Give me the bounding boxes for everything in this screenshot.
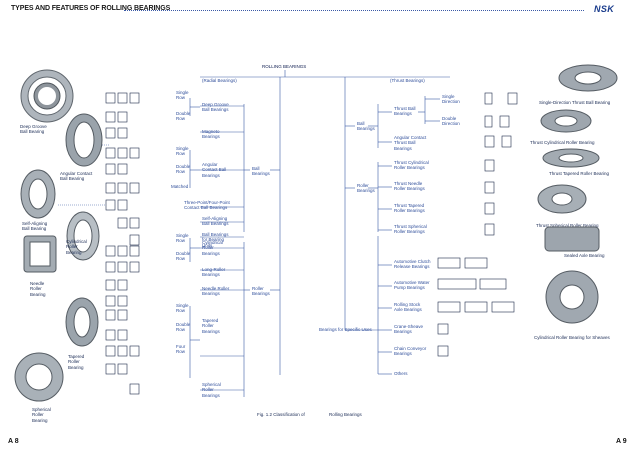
thrust-spherical-node: Thrust Spherical Roller Bearings [394, 224, 427, 235]
thrust-cyl-node: Thrust Cylindrical Roller Bearings [394, 160, 429, 171]
row-label-double-tapered: Double Row [176, 322, 191, 333]
row-label-double-angular: Double Row [176, 164, 191, 175]
caption-self-aligning: Self-Aligning Ball Bearing [22, 221, 48, 232]
self-aligning-node: Self-Aligning Ball Bearings [202, 216, 229, 227]
thrust-tapered-node: Thrust Tapered Roller Bearings [394, 203, 425, 214]
crane-sheave-node: Crane-Sheave Bearings [394, 324, 424, 335]
row-label-single-cyl: Single Row [176, 233, 189, 244]
needle-bearing-image [23, 235, 57, 273]
chain-conveyor-node: Chain Conveyor Bearings [394, 346, 427, 357]
figure-caption: Fig. 1.2 Classification of [257, 412, 305, 417]
others-node: Others [394, 371, 408, 376]
figure-caption-rest: Rolling Bearings [329, 412, 362, 417]
three-four-point-node: Three-Point/Four-Point Contact Ball Bear… [184, 200, 230, 211]
row-label-single-tapered: Single Row [176, 303, 189, 314]
row-label-matched: Matched [171, 184, 189, 189]
thrust-ball-group-node: Ball Bearings [357, 121, 375, 132]
row-label-single-angular: Single Row [176, 146, 189, 157]
sheave-bearing-image [545, 270, 599, 324]
cylindrical-bearing-image [66, 211, 100, 261]
caption-tapered: Tapered Roller Bearing [68, 354, 85, 370]
clutch-node: Automotive Clutch Release Bearings [394, 259, 431, 270]
caption-angular: Angular Contact Ball Bearing [60, 171, 93, 182]
caption-sealed-axle: Sealed Axle Bearing [564, 253, 605, 258]
long-roller-node: Long-Roller Bearings [202, 267, 226, 278]
radial-ball-node: Ball Bearings [252, 166, 270, 177]
angular-thrust-node: Angular Contact Thrust Ball Bearings [394, 135, 427, 151]
page-header: TYPES AND FEATURES OF ROLLING BEARINGS N… [0, 0, 638, 22]
tapered-node: Tapered Roller Bearings [202, 318, 220, 334]
cylindrical-node: Cylindrical Roller Bearings [202, 240, 223, 256]
thrust-tapered-bearing-image [542, 148, 600, 168]
caption-needle: Needle Roller Bearing [30, 281, 46, 297]
nsk-logo: NSK [594, 4, 615, 14]
deep-groove-bearing-image [20, 69, 74, 123]
tapered-bearing-image [65, 297, 99, 347]
row-label-double-cyl: Double Row [176, 251, 191, 262]
sealed-axle-bearing-image [544, 226, 600, 252]
self-aligning-bearing-image [20, 169, 56, 219]
caption-thrust-cyl: Thrust Cylindrical Roller Bearing [530, 140, 595, 145]
rolling-stock-node: Rolling Stock Axle Bearings [394, 302, 422, 313]
root-node: ROLLING BEARINGS [262, 64, 307, 69]
water-pump-node: Automotive Water Pump Bearings [394, 280, 430, 291]
double-direction-node: Double Direction [442, 116, 460, 127]
deep-groove-node: Deep Groove Ball Bearings [202, 102, 229, 113]
spherical-node: Spherical Roller Bearings [202, 382, 221, 398]
thrust-group-label: (Thrust Bearings) [390, 78, 425, 83]
caption-cylindrical: Cylindrical Roller Bearing [66, 239, 87, 255]
row-label-single: Single Row [176, 90, 189, 101]
thrust-needle-node: Thrust Needle Roller Bearings [394, 181, 425, 192]
specific-uses-node: Bearings for Specific Uses [319, 327, 372, 332]
single-direction-node: Single Direction [442, 94, 460, 105]
caption-thrust-tapered: Thrust Tapered Roller Bearing [549, 171, 609, 176]
row-label-double: Double Row [176, 111, 191, 122]
caption-single-thrust: Single-Direction Thrust Ball Bearing [539, 100, 611, 105]
caption-sheaves: Cylindrical Roller Bearing for Sheaves [534, 335, 610, 340]
radial-roller-node: Roller Bearings [252, 286, 270, 297]
needle-node: Needle Roller Bearings [202, 286, 230, 297]
page-title: TYPES AND FEATURES OF ROLLING BEARINGS [11, 5, 171, 12]
angular-node: Angular Contact Ball Bearings [202, 162, 227, 178]
bearing-units-node: Ball Bearings for Bearing Units [202, 232, 229, 248]
caption-thrust-spherical: Thrust Spherical Roller Bearing [536, 223, 599, 228]
thrust-cylindrical-bearing-image [540, 109, 592, 133]
single-thrust-bearing-image [558, 64, 618, 92]
magneto-node: Magneto Bearings [202, 129, 220, 140]
angular-contact-bearing-image [65, 113, 103, 167]
thrust-roller-group-node: Roller Bearings [357, 183, 375, 194]
caption-deep-groove: Deep Groove Ball Bearing [20, 124, 47, 135]
page-number-right: A 9 [616, 438, 627, 445]
caption-spherical: Spherical Roller Bearing [32, 407, 51, 423]
radial-group-label: (Radial Bearings) [202, 78, 237, 83]
header-dotted-rule [124, 10, 584, 11]
thrust-spherical-bearing-image [537, 184, 587, 214]
page-number-left: A 8 [8, 438, 19, 445]
row-label-four-tapered: Four Row [176, 344, 186, 355]
spherical-bearing-image [14, 352, 64, 402]
thrust-ball-node: Thrust Ball Bearings [394, 106, 416, 117]
